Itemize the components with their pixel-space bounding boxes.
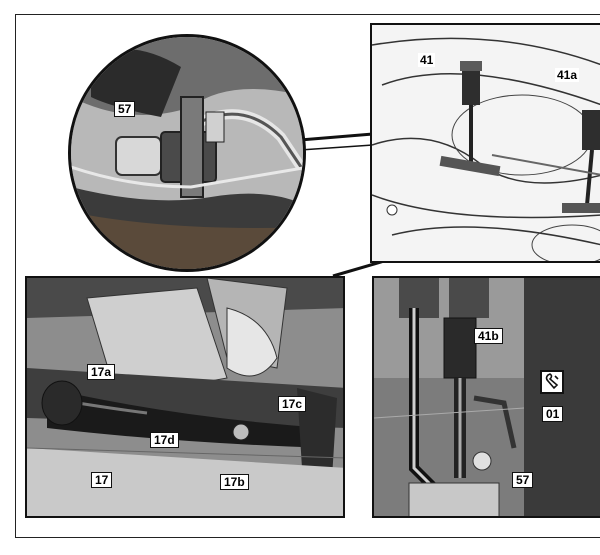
callout-41a: 41a (555, 68, 580, 82)
wrench-symbol-icon (540, 370, 564, 394)
callout-17a: 17a (87, 364, 116, 380)
callout-17b: 17b (220, 474, 249, 490)
control-arm-photo (25, 276, 345, 518)
figure-frame (15, 14, 600, 538)
tool-install-render (374, 278, 600, 516)
callout-57-circle: 57 (114, 101, 136, 117)
callout-01: 01 (542, 406, 564, 422)
callout-41b: 41b (474, 328, 503, 344)
callout-17d: 17d (150, 432, 179, 448)
engine-bay-render (372, 25, 600, 261)
callout-17c: 17c (278, 396, 307, 412)
callout-17: 17 (91, 472, 113, 488)
callout-41: 41 (418, 53, 436, 67)
callout-57-bottom: 57 (512, 472, 534, 488)
detail-photo-render (71, 37, 303, 269)
tool-install-photo (372, 276, 600, 518)
detail-circle-photo (68, 34, 306, 272)
engine-bay-photo (370, 23, 600, 263)
